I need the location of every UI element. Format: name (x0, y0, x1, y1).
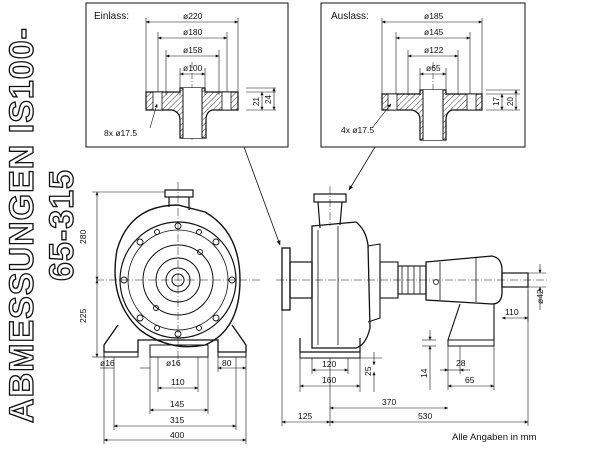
inlet-thickness-2: 24 (264, 95, 273, 104)
side-width-125: 125 (298, 411, 312, 421)
inlet-leader (243, 146, 281, 246)
outlet-raised-face: ø122 (424, 45, 444, 55)
inlet-raised-face: ø158 (183, 45, 203, 55)
inlet-outer-diameter: ø220 (183, 11, 203, 21)
side-view (281, 193, 529, 359)
inlet-label: Einlass: (94, 11, 129, 22)
side-width-370: 370 (382, 397, 396, 407)
front-hole-mid: ø16 (166, 358, 181, 368)
outlet-outer-diameter: ø185 (424, 11, 444, 21)
side-width-28: 28 (456, 358, 466, 368)
side-width-160: 160 (322, 375, 336, 385)
inlet-thickness-1: 21 (252, 97, 261, 106)
front-width-145: 145 (170, 399, 184, 409)
outlet-thickness-1: 17 (492, 97, 501, 106)
front-foot-width: 80 (222, 358, 232, 368)
side-width-65: 65 (465, 375, 475, 385)
outlet-thickness-2: 20 (506, 97, 515, 106)
front-width-110: 110 (171, 377, 185, 387)
outlet-holes: 4x ø17.5 (341, 125, 374, 135)
units-note: Alle Angaben in mm (452, 432, 537, 443)
inlet-holes: 8x ø17.5 (104, 128, 137, 138)
front-width-400: 400 (170, 430, 184, 440)
outlet-bore: ø65 (426, 63, 441, 73)
inlet-detail-box (85, 2, 289, 148)
inlet-bolt-circle: ø180 (183, 27, 203, 37)
side-width-110: 110 (505, 307, 519, 317)
side-width-530: 530 (418, 411, 432, 421)
shaft-diameter: ø42 (535, 289, 545, 304)
side-width-120: 120 (322, 359, 336, 369)
outlet-label: Auslass: (331, 11, 369, 22)
front-height-upper: 280 (78, 230, 88, 244)
front-width-315: 315 (170, 415, 184, 425)
inlet-bore: ø100 (183, 63, 203, 73)
front-view (103, 189, 247, 358)
side-height-25: 25 (363, 366, 373, 376)
front-height-lower: 225 (78, 309, 88, 323)
outlet-detail-box (320, 2, 526, 148)
front-hole-left: ø16 (100, 358, 115, 368)
outlet-bolt-circle: ø145 (424, 27, 444, 37)
outlet-leader (348, 146, 376, 191)
side-height-14: 14 (419, 368, 429, 378)
